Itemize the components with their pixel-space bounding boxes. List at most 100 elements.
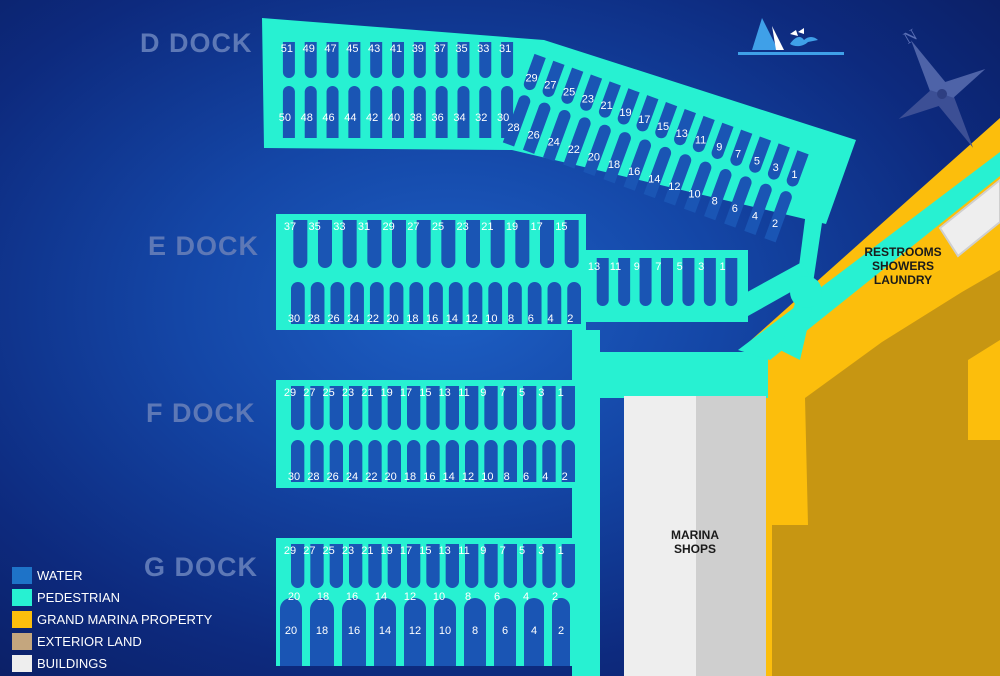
- slip-g-21: [368, 544, 382, 588]
- slip-label-e-35: 35: [309, 221, 321, 233]
- slip-label-d-9: 9: [716, 142, 722, 154]
- dock-e: [276, 214, 586, 330]
- slip-d-7: [730, 129, 753, 166]
- slip-f-29: [291, 386, 305, 430]
- legend-label-property: GRAND MARINA PROPERTY: [37, 611, 213, 627]
- slip-label-d-7: 7: [735, 148, 741, 160]
- slip-e-16: [429, 282, 443, 324]
- slip-d-44: [348, 86, 361, 138]
- slip-label-g-16: 16: [346, 591, 358, 603]
- slip-d-42: [370, 86, 383, 138]
- slip-label-f-25: 25: [323, 387, 335, 399]
- slip-label-d-12: 12: [668, 181, 680, 193]
- slip-f-11: [465, 386, 479, 430]
- slip-d-36: [435, 86, 448, 138]
- slip-e-1: [725, 258, 738, 306]
- slip-e-3: [703, 258, 716, 306]
- laundry-line: LAUNDRY: [873, 273, 933, 287]
- slip-e-24: [350, 282, 364, 324]
- slip-label-d-6: 6: [732, 203, 738, 215]
- slip-label-g-23: 23: [342, 545, 354, 557]
- slip-label-d-33: 33: [477, 43, 489, 55]
- slip-label-f-5: 5: [519, 387, 525, 399]
- slip-label-d-36: 36: [432, 112, 444, 124]
- slip-label-d-30: 30: [497, 112, 509, 124]
- slip-label-f-22: 22: [365, 471, 377, 483]
- slip-e-2: [567, 282, 581, 324]
- slip-label-e-9: 9: [634, 261, 640, 273]
- legend-swatch-water: [12, 566, 32, 584]
- slip-label-e-15: 15: [555, 221, 567, 233]
- slip-label-e-29: 29: [383, 221, 395, 233]
- slip-e-31: [367, 220, 382, 269]
- slip-label-d-27: 27: [544, 80, 556, 92]
- legend-item-buildings: BUILDINGS: [12, 652, 212, 674]
- slip-g-17: [407, 544, 421, 588]
- slip-g-27: [310, 544, 324, 588]
- slip-label-d-2: 2: [772, 218, 778, 230]
- slip-label-e-3: 3: [698, 261, 704, 273]
- slip-f-3: [542, 386, 556, 431]
- slip-label-f-28: 28: [307, 471, 319, 483]
- legend-swatch-property: [12, 610, 32, 628]
- slip-label-d-28: 28: [507, 122, 519, 134]
- slip-e-17: [540, 220, 554, 268]
- slip-d-26: [522, 102, 551, 154]
- slip-f-19: [387, 386, 401, 430]
- slip-f-23: [349, 386, 363, 430]
- legend-item-exterior-land: EXTERIOR LAND: [12, 630, 212, 652]
- slip-label-d-11: 11: [695, 135, 706, 147]
- slip-g-6: [494, 598, 516, 666]
- slip-f-28: [310, 440, 324, 482]
- slip-d-27: [542, 60, 565, 97]
- slip-d-16: [623, 139, 651, 191]
- legend-label-exterior-land: EXTERIOR LAND: [37, 633, 142, 649]
- slip-e-7: [661, 258, 673, 306]
- slip-g-16: [342, 598, 366, 666]
- legend-swatch-pedestrian: [12, 588, 32, 606]
- slip-e-14: [448, 282, 463, 324]
- slip-g-3: [542, 544, 556, 588]
- slip-e-23: [466, 220, 480, 268]
- slip-label-g-20: 20: [285, 625, 297, 637]
- slip-f-24: [349, 440, 363, 482]
- slip-label-g-13: 13: [439, 545, 451, 557]
- slip-label-g-10: 10: [433, 591, 445, 603]
- slip-e-30: [291, 282, 305, 324]
- slip-label-g-12: 12: [404, 591, 416, 603]
- slip-label-e-18: 18: [406, 313, 418, 325]
- gangway-main: [780, 300, 812, 360]
- compass-rose-icon: [898, 40, 986, 148]
- slip-label-g-10: 10: [439, 625, 451, 637]
- map-legend: WATER PEDESTRIAN GRAND MARINA PROPERTY E…: [12, 564, 212, 674]
- slip-d-40: [392, 86, 404, 138]
- legend-label-water: WATER: [37, 567, 83, 583]
- slip-label-d-49: 49: [303, 43, 315, 55]
- slip-f-15: [426, 386, 440, 430]
- shops-building: [624, 396, 766, 676]
- slip-label-g-6: 6: [502, 625, 508, 637]
- slip-label-d-8: 8: [712, 196, 718, 208]
- slip-label-e-19: 19: [506, 221, 518, 233]
- slip-label-e-27: 27: [407, 221, 419, 233]
- restroom-building: [938, 178, 1000, 258]
- slip-label-g-19: 19: [381, 545, 393, 557]
- walkway-layer: [572, 152, 1000, 676]
- g-dock-label: G DOCK: [144, 552, 258, 582]
- slip-f-12: [465, 440, 479, 482]
- slip-e-12: [468, 282, 483, 324]
- slip-label-f-16: 16: [423, 471, 435, 483]
- slip-e-29: [392, 220, 406, 268]
- slip-d-31: [501, 42, 514, 78]
- slip-label-e-4: 4: [547, 313, 553, 325]
- slip-label-d-23: 23: [582, 93, 594, 105]
- slip-f-7: [503, 386, 517, 430]
- slip-label-e-1: 1: [720, 261, 726, 273]
- docks-layer: [262, 18, 856, 666]
- slip-label-f-12: 12: [462, 471, 474, 483]
- f-dock-label: F DOCK: [146, 398, 256, 428]
- slip-d-3: [767, 143, 790, 180]
- slip-d-47: [326, 42, 339, 78]
- slip-e-27: [416, 220, 431, 269]
